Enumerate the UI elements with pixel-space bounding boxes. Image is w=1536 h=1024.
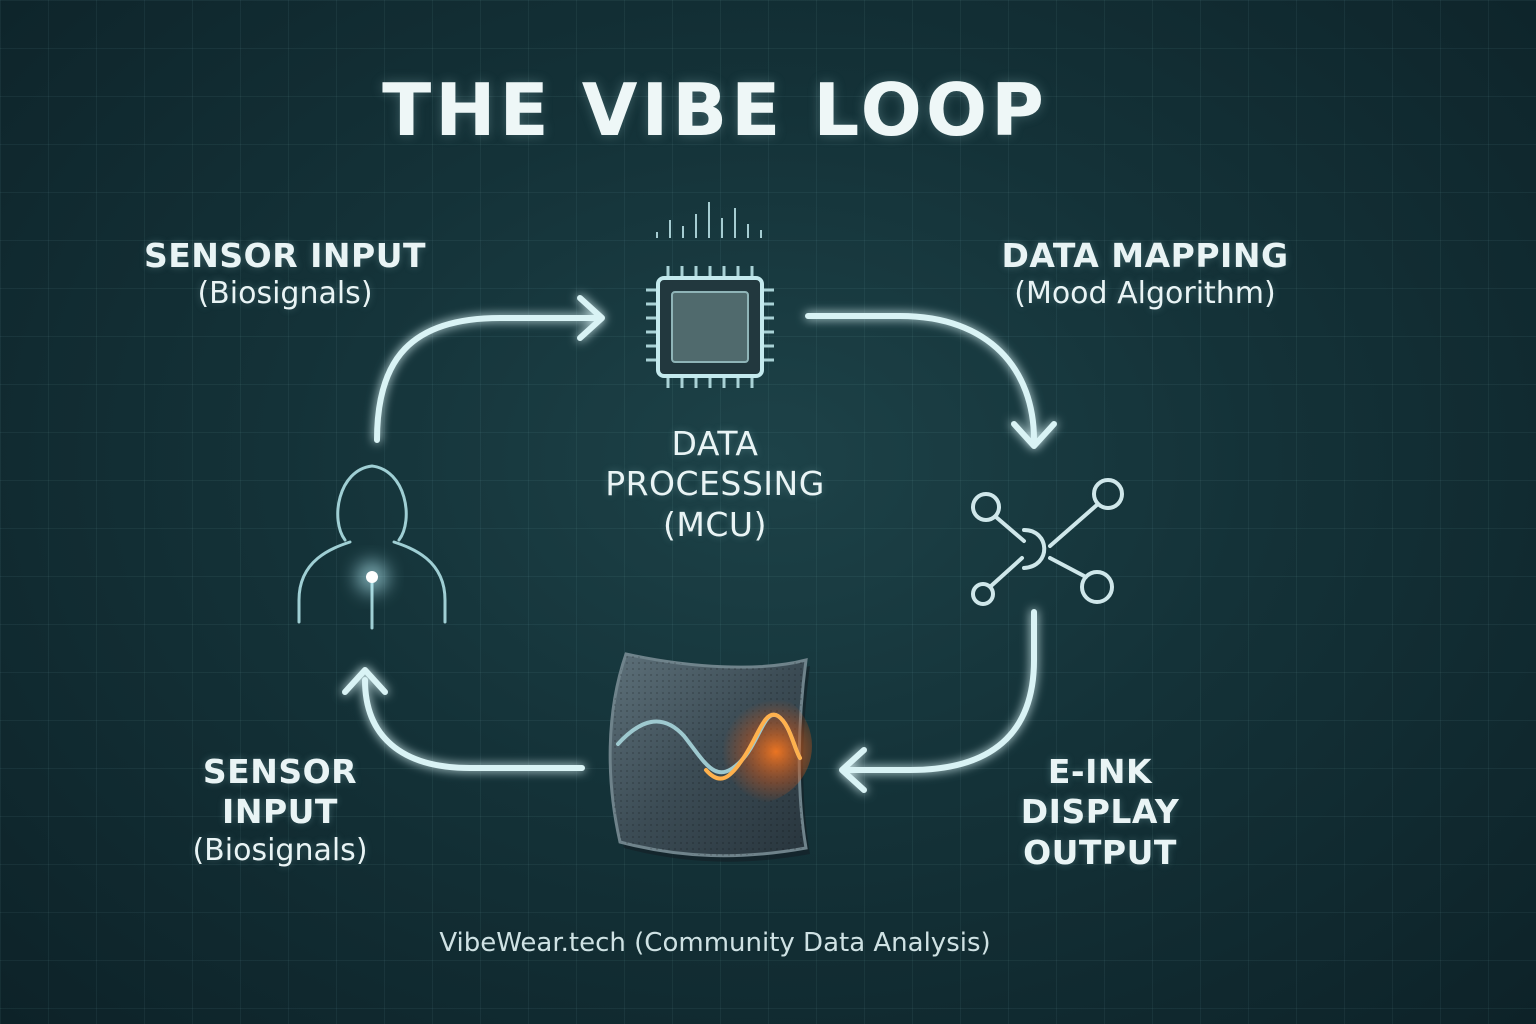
label-data-processing-subtitle: (MCU) <box>663 504 767 544</box>
network-nodes-icon <box>971 478 1124 606</box>
label-data-mapping-title: DATA MAPPING <box>1001 236 1289 275</box>
label-data-mapping-subtitle: (Mood Algorithm) <box>1014 276 1276 312</box>
label-eink-output-line2: DISPLAY <box>1020 792 1180 832</box>
label-eink-output-line3: OUTPUT <box>1023 832 1177 872</box>
arrow-display-to-sensor-head <box>342 667 388 695</box>
page-title: THE VIBE LOOP <box>382 68 1048 152</box>
person-icon <box>297 464 447 630</box>
arrow-mcu-to-mapping <box>805 313 1037 443</box>
footer-credit: VibeWear.tech (Community Data Analysis) <box>439 928 991 958</box>
label-sensor-input-top-subtitle: (Biosignals) <box>197 276 373 312</box>
label-data-processing: DATA PROCESSING (MCU) <box>570 424 860 545</box>
arrow-mapping-to-display-head <box>839 747 867 793</box>
arrow-mapping-to-display <box>842 609 1037 773</box>
label-sensor-input-top: SENSOR INPUT (Biosignals) <box>130 236 440 313</box>
label-data-mapping: DATA MAPPING (Mood Algorithm) <box>990 236 1300 313</box>
arrow-sensor-to-mcu-head <box>577 295 605 341</box>
sensor-dot <box>366 571 378 583</box>
label-sensor-input-bottom-line1: SENSOR <box>202 752 358 791</box>
arrow-mcu-to-mapping-head <box>1011 421 1057 449</box>
label-sensor-input-bottom-subtitle: (Biosignals) <box>192 832 368 868</box>
label-sensor-input-bottom: SENSOR INPUT (Biosignals) <box>160 752 400 869</box>
label-sensor-input-bottom-line2: INPUT <box>222 792 338 832</box>
eink-display-icon <box>608 652 812 862</box>
label-eink-output: E-INK DISPLAY OUTPUT <box>1000 752 1200 873</box>
arrow-display-to-sensor <box>362 677 585 771</box>
microchip-icon <box>646 202 774 388</box>
arrow-sensor-to-mcu <box>374 315 601 443</box>
label-eink-output-line1: E-INK <box>1047 752 1153 791</box>
label-sensor-input-top-title: SENSOR INPUT <box>143 236 427 275</box>
label-data-processing-line2: PROCESSING <box>605 464 825 504</box>
label-data-processing-line1: DATA <box>671 424 759 463</box>
